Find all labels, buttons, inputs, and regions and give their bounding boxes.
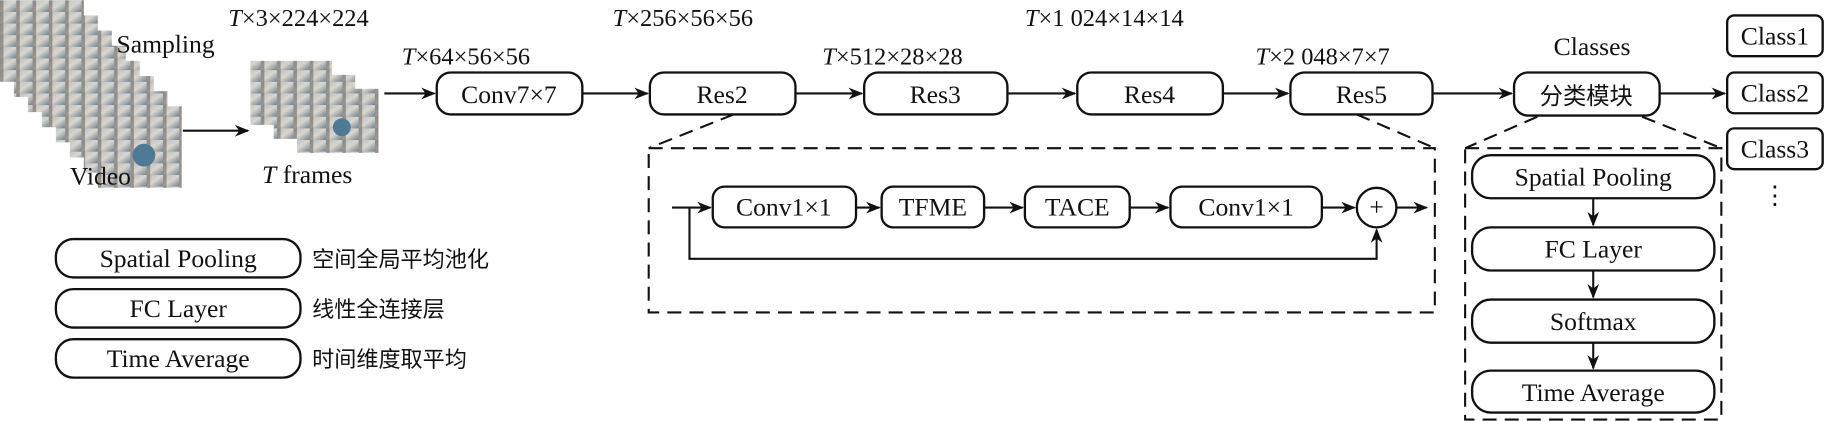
residual-block-detail: Conv1×1 TFME TACE Conv1×1 + <box>647 113 1436 314</box>
class-3-label: Class3 <box>1741 135 1809 164</box>
dim-conv7: T×64×56×56 <box>402 43 530 70</box>
video-frames-stack <box>0 0 182 188</box>
classifier-block: 分类模块 <box>1512 71 1661 117</box>
legend-term: Spatial Pooling <box>100 244 257 273</box>
legend-desc: 时间维度取平均 <box>312 347 467 373</box>
dim-input: T×3×224×224 <box>228 5 368 32</box>
class-3: Class3 <box>1726 127 1824 171</box>
more-classes-ellipsis: ⋮ <box>1762 181 1788 210</box>
conv7-label: Conv7×7 <box>461 80 557 109</box>
video-label: Video <box>70 161 131 190</box>
sampling-label: Sampling <box>116 30 214 59</box>
fc-layer-label: FC Layer <box>1545 235 1643 264</box>
res5-block: Res5 <box>1289 71 1434 116</box>
res4-block: Res4 <box>1076 71 1225 116</box>
class-2: Class2 <box>1726 71 1824 115</box>
legend-term: FC Layer <box>129 294 227 323</box>
class-2-label: Class2 <box>1741 79 1809 108</box>
res4-label: Res4 <box>1124 80 1175 109</box>
class-1: Class1 <box>1726 14 1824 58</box>
conv1x1-b-label: Conv1×1 <box>1198 193 1294 222</box>
time-average-label: Time Average <box>1522 378 1665 407</box>
add-node-label: + <box>1369 193 1383 222</box>
classifier-detail: Spatial Pooling FC Layer Softmax Time Av… <box>1464 115 1723 421</box>
frame-ball-detail <box>132 143 156 167</box>
res2-label: Res2 <box>696 80 747 109</box>
classes-label: Classes <box>1554 32 1631 61</box>
t-frames-stack <box>250 60 379 153</box>
res2-block: Res2 <box>648 71 797 116</box>
dim-res4: T×1 024×14×14 <box>1025 5 1184 32</box>
frame-ball-detail <box>332 118 351 137</box>
legend-desc: 空间全局平均池化 <box>312 247 489 273</box>
softmax-label: Softmax <box>1550 307 1637 336</box>
t-frames-label: T frames <box>262 160 352 189</box>
dim-res5: T×2 048×7×7 <box>1255 43 1389 70</box>
dim-res3: T×512×28×28 <box>822 43 962 70</box>
classifier-label: 分类模块 <box>1540 83 1633 110</box>
conv7-block: Conv7×7 <box>435 71 584 116</box>
legend-term: Time Average <box>107 344 250 373</box>
tfme-label: TFME <box>899 193 967 222</box>
res5-label: Res5 <box>1336 80 1387 109</box>
legend-desc: 线性全连接层 <box>312 297 445 323</box>
dim-res2: T×256×56×56 <box>613 5 753 32</box>
res3-block: Res3 <box>863 71 1009 116</box>
res3-label: Res3 <box>910 80 961 109</box>
legend: Spatial Pooling 空间全局平均池化 FC Layer 线性全连接层… <box>54 237 489 379</box>
tace-label: TACE <box>1045 193 1110 222</box>
conv1x1-a-label: Conv1×1 <box>736 193 832 222</box>
spatial-pooling-label: Spatial Pooling <box>1515 162 1672 191</box>
class-1-label: Class1 <box>1741 22 1809 51</box>
